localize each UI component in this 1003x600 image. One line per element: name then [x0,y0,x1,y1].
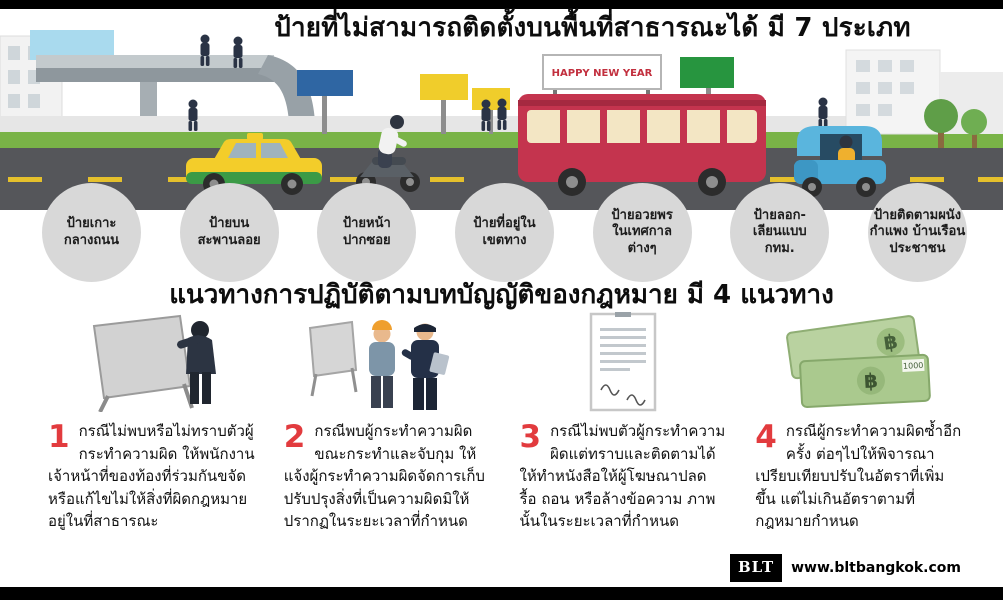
bus [518,94,766,196]
sign-type-bubble-1: ป้ายเกาะ กลางถนน [42,183,141,282]
banknotes-icon: ฿ 1000 ฿ [755,310,963,412]
motorcycle [356,115,420,192]
guideline-number: 2 [283,419,306,455]
officer-arrest-icon [284,310,492,412]
sign-type-label: ป้ายอวยพร ในเทศกาล ต่างๆ [611,207,673,256]
sign-type-bubble-3: ป้ายหน้า ปากซอย [317,183,417,282]
sign-type-label: ป้ายที่อยู่ใน เขตทาง [473,215,536,248]
sign-type-bubble-6: ป้ายลอก- เลียนแบบ กทม. [730,183,830,282]
sign-type-bubble-4: ป้ายที่อยู่ใน เขตทาง [454,183,554,282]
baht-symbol: ฿ [882,329,899,355]
sign-type-label: ป้ายลอก- เลียนแบบ กทม. [752,207,807,256]
sign-types-row: ป้ายเกาะ กลางถนน ป้ายบน สะพานลอย ป้ายหน้… [42,183,967,282]
sign-type-label: ป้ายหน้า ปากซอย [342,215,391,248]
sign-type-label: ป้ายบน สะพานลอย [197,215,261,248]
baht-symbol: ฿ [863,368,878,393]
guidelines-title: แนวทางการปฏิบัติตามบทบัญญัติของกฎหมาย มี… [169,280,834,310]
footer: BLT www.bltbangkok.com [729,554,961,582]
main-title: ป้ายที่ไม่สามารถติดตั้งบนพื้นที่สาธารณะไ… [274,13,911,43]
banknote-value: 1000 [903,361,924,371]
sign-type-bubble-7: ป้ายติดตามผนัง กำแพง บ้านเรือน ประชาชน [867,183,967,282]
sign-type-bubble-5: ป้ายอวยพร ในเทศกาล ต่างๆ [592,183,692,282]
website-url: www.bltbangkok.com [791,560,961,576]
taxi [186,133,322,195]
top-letterbox-bar [0,0,1003,9]
trees [924,99,987,148]
guideline-number: 4 [755,419,777,455]
happy-new-year-banner: HAPPY NEW YEAR [542,54,662,100]
sign-carrier-icon [48,310,256,412]
street-scene-svg: HAPPY NEW YEAR [0,30,1003,210]
legal-document-icon [520,310,728,412]
sign-type-label: ป้ายเกาะ กลางถนน [63,215,120,248]
blue-road-sign [297,70,353,134]
bottom-letterbox-bar [0,587,1003,600]
sign-type-bubble-2: ป้ายบน สะพานลอย [179,183,279,282]
street-scene-illustration: HAPPY NEW YEAR [0,30,1003,210]
sign-type-label: ป้ายติดตามผนัง กำแพง บ้านเรือน ประชาชน [869,207,966,256]
guideline-number: 1 [48,419,70,455]
guideline-number: 3 [519,419,542,455]
tuk-tuk [794,126,886,197]
banner-text: HAPPY NEW YEAR [552,68,653,79]
blt-logo: BLT [729,554,783,582]
yellow-signs [420,74,510,134]
lane-dashes [8,177,1003,182]
